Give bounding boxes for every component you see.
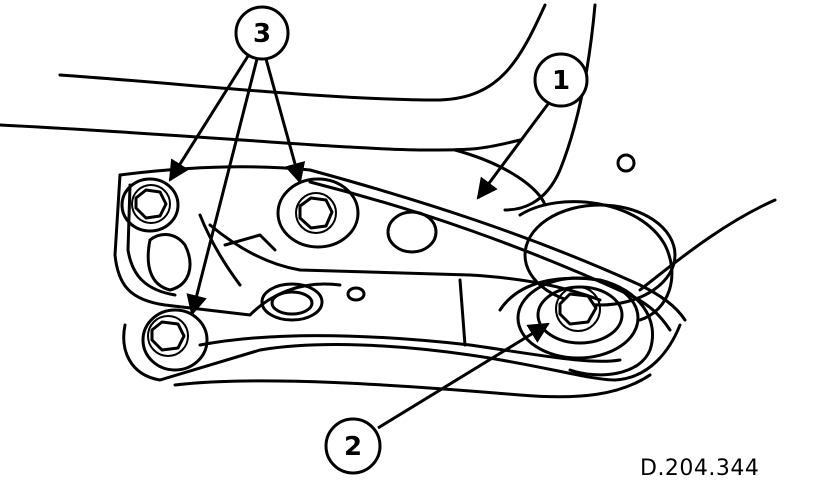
bolt-top-left-washer [132,185,170,223]
bracket-slot [225,235,275,250]
leader-arrow-1 [476,104,548,200]
body-panel-edge-right [505,5,595,210]
callout-circle-1 [535,54,587,106]
rear-bush-housing [500,278,653,375]
body-panel-line-upper [60,5,545,100]
arm-hole-small [348,288,364,300]
leader-arrow-3-b [266,59,306,185]
arm-hole-lower-inner [272,292,312,314]
arm-top-edge-inner [310,182,670,330]
bolt-top-center-washer [296,193,336,233]
bolt-top-left [136,190,166,218]
bracket-step [200,215,240,285]
rear-bush-face [518,278,638,358]
leader-arrow-3-a [170,56,248,182]
body-panel-curve [455,150,545,205]
bolt-bottom-left [152,322,184,350]
arm-lower-plate [124,325,680,380]
arm-hole-large [388,212,436,252]
arm-front-edge [210,225,600,300]
arm-hole-lower [262,284,322,320]
body-line-right [640,200,775,290]
bolt-boss-lower [143,310,207,370]
callout-label-2: 2 [344,432,362,462]
callout-circle-3 [236,7,288,59]
subframe-bracket-inner [128,185,175,295]
bolt-boss-left [122,179,178,231]
bolt-rear [560,294,596,324]
body-panel-line-middle [0,125,520,150]
callout-label-3: 3 [253,19,271,49]
bracket-cutout [148,235,190,290]
callout-label-1: 1 [552,66,570,96]
bolt-rear-washer [556,287,600,331]
bolt-boss-top [278,179,358,247]
bolt-top-center [300,198,332,228]
rear-bush-ring [520,202,672,320]
body-hole [618,155,634,171]
leader-arrow-3-c [186,59,257,317]
drawing-reference-code: D.204.344 [640,456,760,481]
arm-lower-plate-inner [200,336,620,362]
bolt-bottom-left-washer [148,316,188,356]
arm-bottom-edge [175,375,650,397]
callout-circle-2 [326,419,380,473]
arm-rib [460,280,465,345]
subframe-bracket-top [120,167,310,175]
leader-arrow-2 [378,324,550,428]
